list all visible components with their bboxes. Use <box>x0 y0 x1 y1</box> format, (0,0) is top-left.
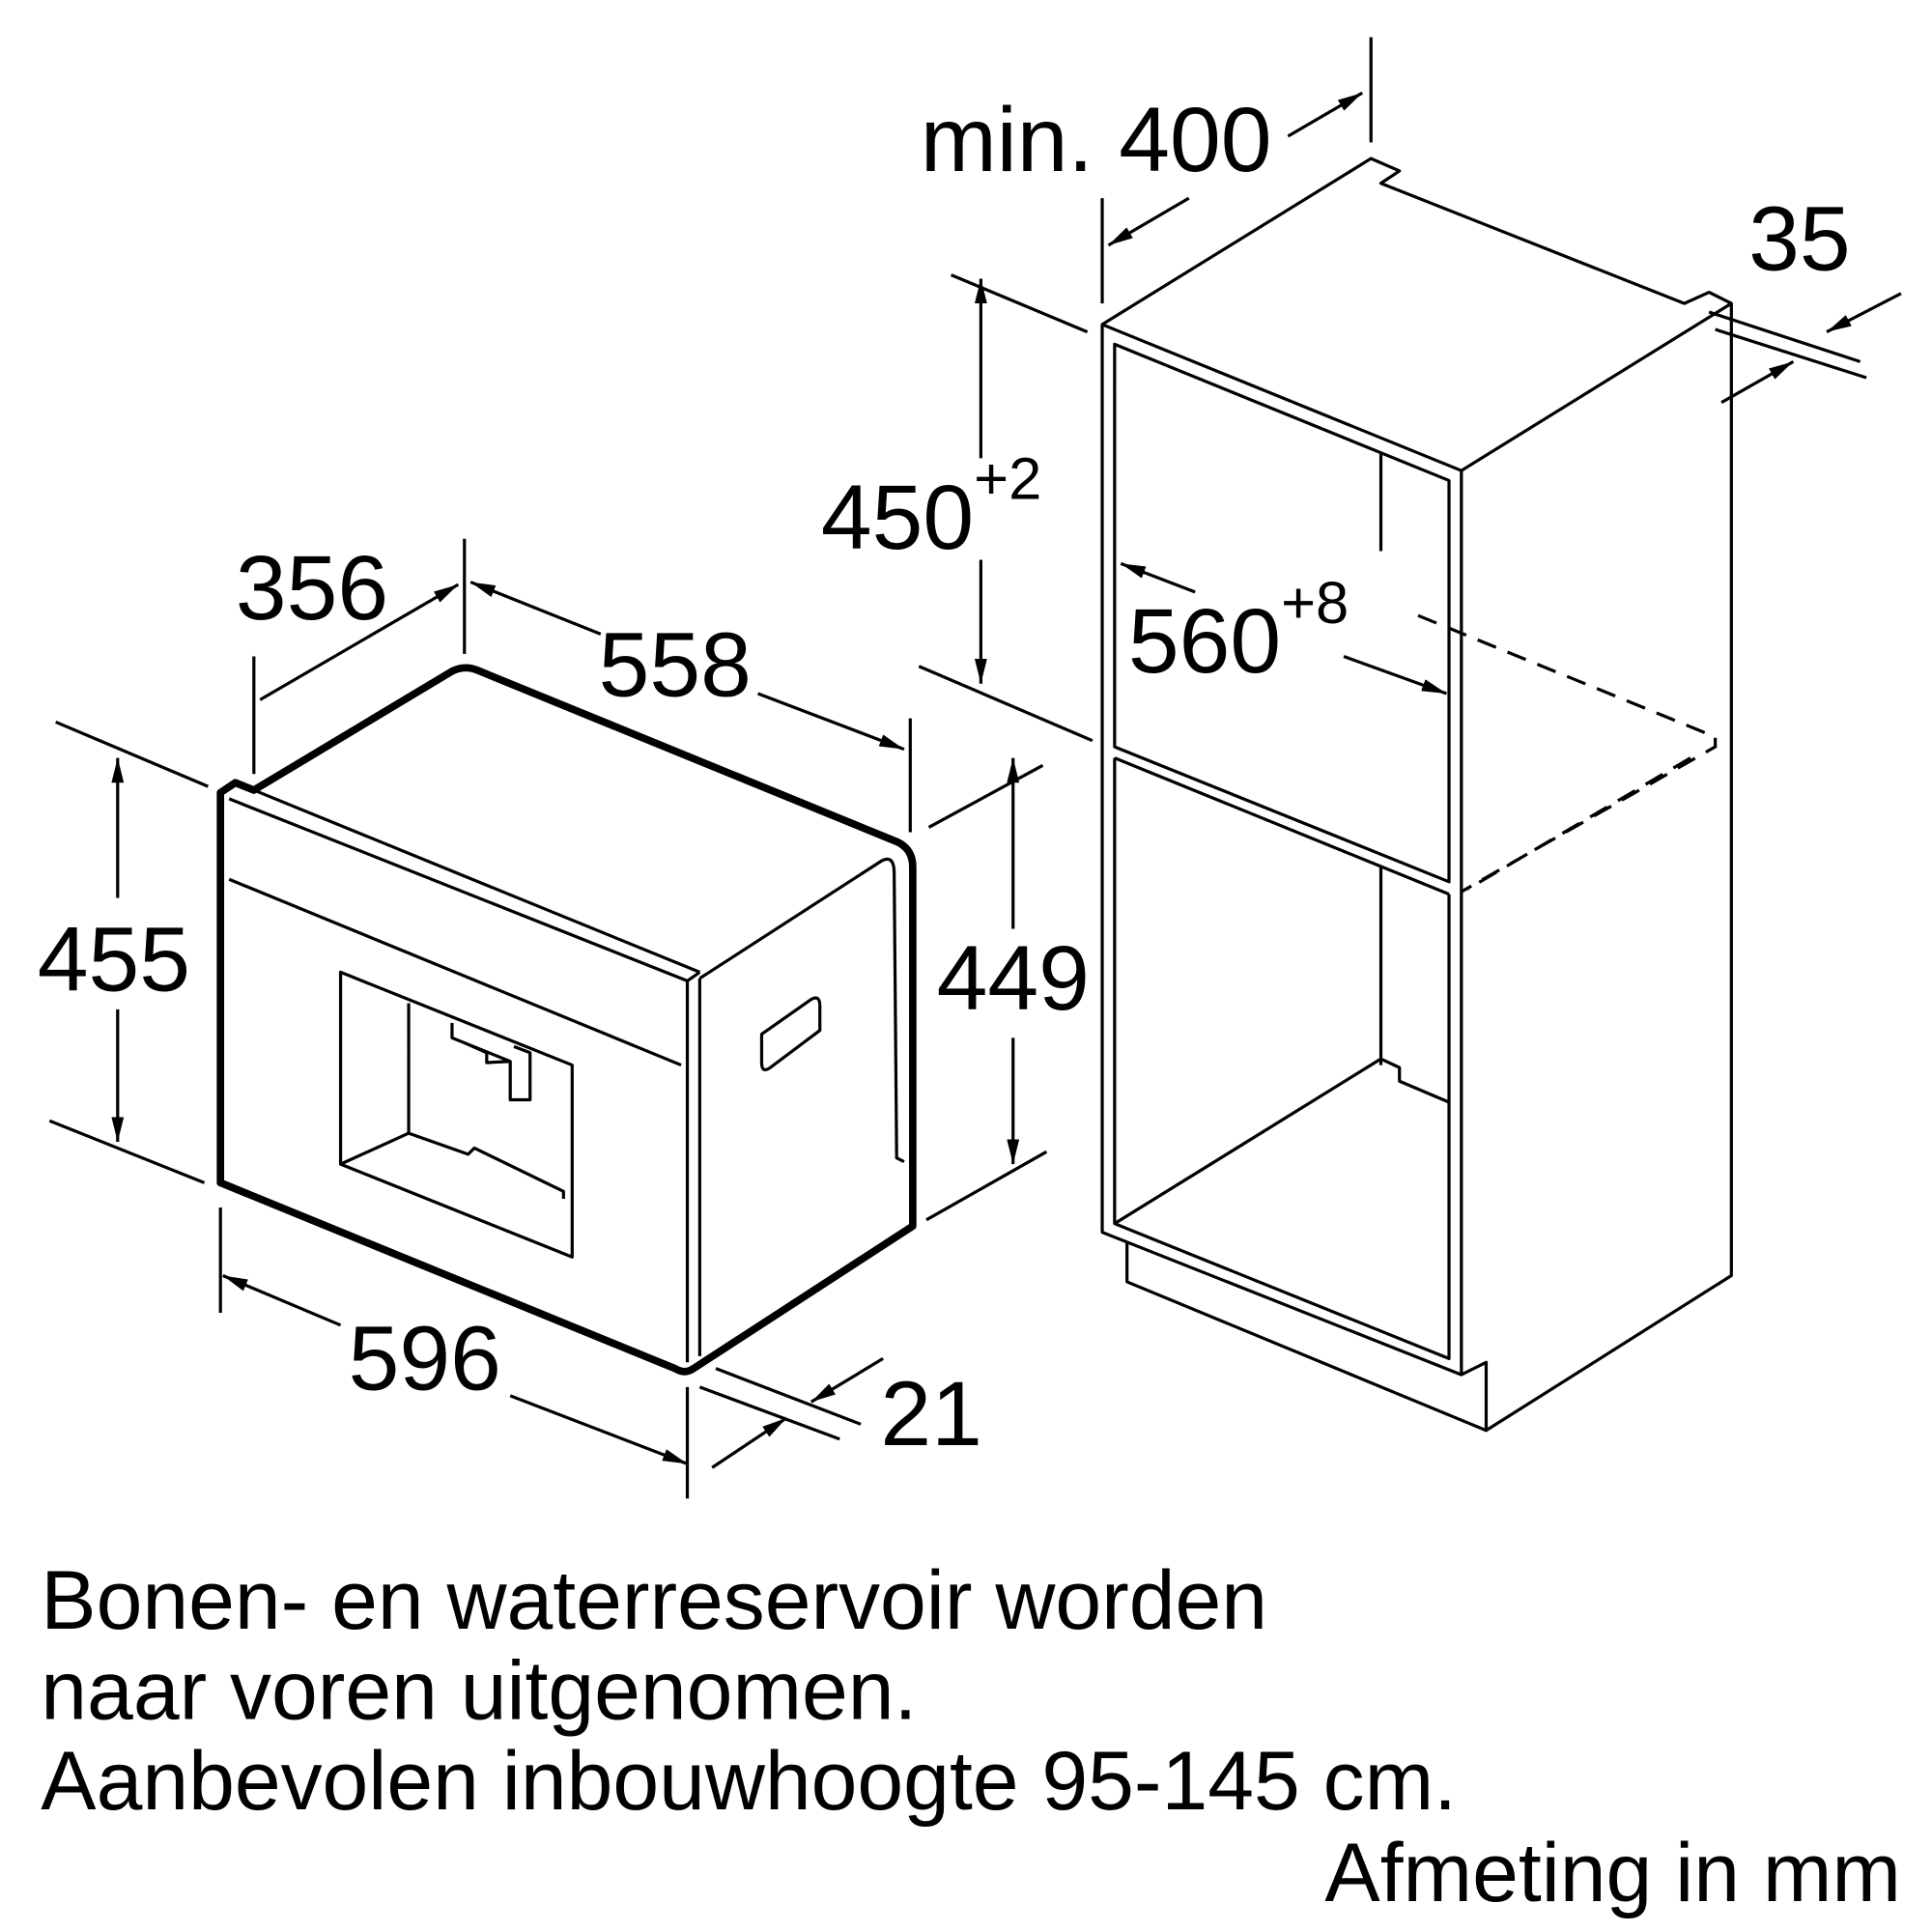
cabinet-outline <box>1100 156 1733 1433</box>
cabinet-shelf <box>1113 756 1451 1361</box>
appliance-dimensions: 455 356 558 449 596 21 <box>38 537 1090 1499</box>
cabinet-back-edges <box>1114 451 1450 1226</box>
dim-front-21: 21 <box>880 1363 982 1465</box>
dim-width-596: 596 <box>349 1307 501 1409</box>
note-line-1: Bonen- en waterreservoir worden <box>41 1554 1267 1647</box>
cabinet-dimensions: min. 400 35 450+2 560+8 <box>821 37 1902 743</box>
notes: Bonen- en waterreservoir worden naar vor… <box>41 1554 1901 1919</box>
appliance-drawing <box>216 664 917 1376</box>
dim-niche-height: 450+2 <box>821 446 1041 569</box>
dim-niche-width: 560+8 <box>1128 570 1349 693</box>
appliance-control-strip <box>228 877 682 1067</box>
note-line-2: naar voren uitgenomen. <box>41 1644 917 1737</box>
cabinet-shelf-hidden-edge <box>1417 613 1718 894</box>
dim-min-400: min. 400 <box>921 89 1272 191</box>
appliance-outline <box>216 664 917 1376</box>
coffee-outlet-opening <box>338 970 574 1259</box>
cabinet-upper-niche <box>1113 342 1451 884</box>
units-note: Afmeting in mm <box>1324 1827 1901 1919</box>
dim-depth-356: 356 <box>236 537 388 639</box>
dim-gap-35: 35 <box>1748 187 1851 290</box>
appliance-front-right-edge <box>685 971 701 1363</box>
appliance-side-handle <box>759 996 822 1072</box>
dim-height-449: 449 <box>937 927 1090 1030</box>
note-line-3: Aanbevolen inbouwhoogte 95-145 cm. <box>41 1735 1457 1828</box>
appliance-front-top-edge <box>228 788 700 982</box>
appliance-side-panel <box>698 857 905 1163</box>
cabinet-plinth <box>1125 1241 1488 1433</box>
cabinet-drawing <box>1100 156 1733 1433</box>
dim-depth-558: 558 <box>599 614 752 717</box>
dim-height-455: 455 <box>38 909 190 1011</box>
